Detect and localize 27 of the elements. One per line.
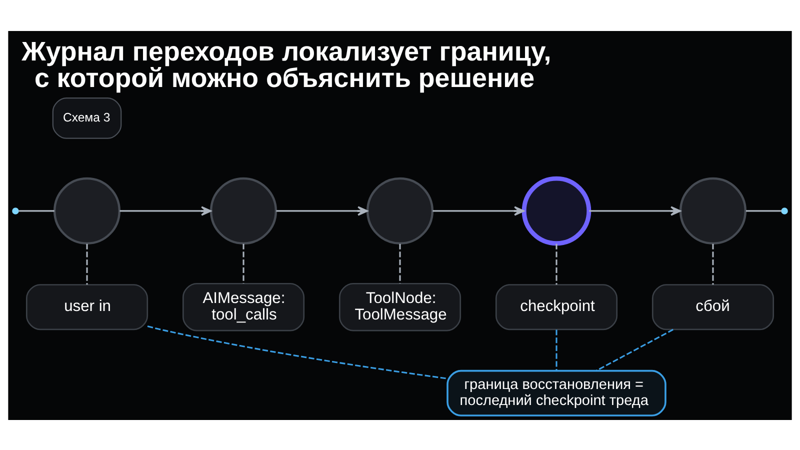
connector: [18, 210, 54, 212]
node-box: ToolNode: ToolMessage: [338, 282, 462, 331]
node-box: AIMessage: tool_calls: [182, 282, 305, 331]
arrow: [589, 206, 681, 216]
node-box: user in: [26, 284, 148, 330]
arrow: [276, 206, 368, 216]
node-circle: [679, 176, 747, 244]
connector: [399, 243, 401, 283]
connector: [746, 210, 782, 212]
connector: [556, 329, 558, 370]
node-box: checkpoint: [495, 284, 618, 330]
node-box: граница восстановления = последний checkpoint треда: [446, 369, 666, 416]
node-circle: [210, 176, 278, 244]
connector: [86, 243, 88, 284]
arrow: [120, 206, 212, 216]
node-box: Схема 3: [52, 97, 122, 138]
connector: [242, 243, 244, 283]
node-circle: [53, 176, 121, 244]
connector: [556, 243, 558, 284]
connector: [147, 325, 448, 379]
node-circle: [522, 176, 592, 246]
node-circle: [366, 176, 434, 244]
node-box: сбой: [652, 284, 774, 330]
arrow: [432, 206, 524, 216]
connector: [712, 243, 714, 284]
connector: [596, 328, 674, 371]
diagram-title: Журнал переходов локализует границу, с которой можно объяснить решение: [22, 36, 552, 93]
